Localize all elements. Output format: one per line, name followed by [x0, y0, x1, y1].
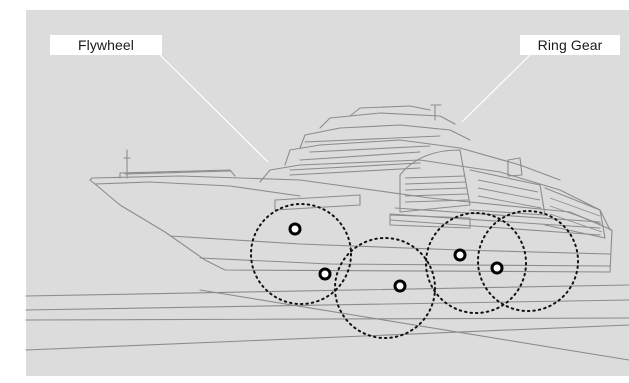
marker-ring-2 — [320, 269, 330, 279]
background-panel — [26, 10, 629, 376]
marker-ring-5 — [492, 263, 502, 273]
ring-gear-label: Ring Gear — [520, 35, 620, 55]
marker-ring-4 — [455, 250, 465, 260]
marker-ring-3 — [395, 281, 405, 291]
marker-ring-1 — [290, 224, 300, 234]
flywheel-label: Flywheel — [50, 35, 162, 55]
